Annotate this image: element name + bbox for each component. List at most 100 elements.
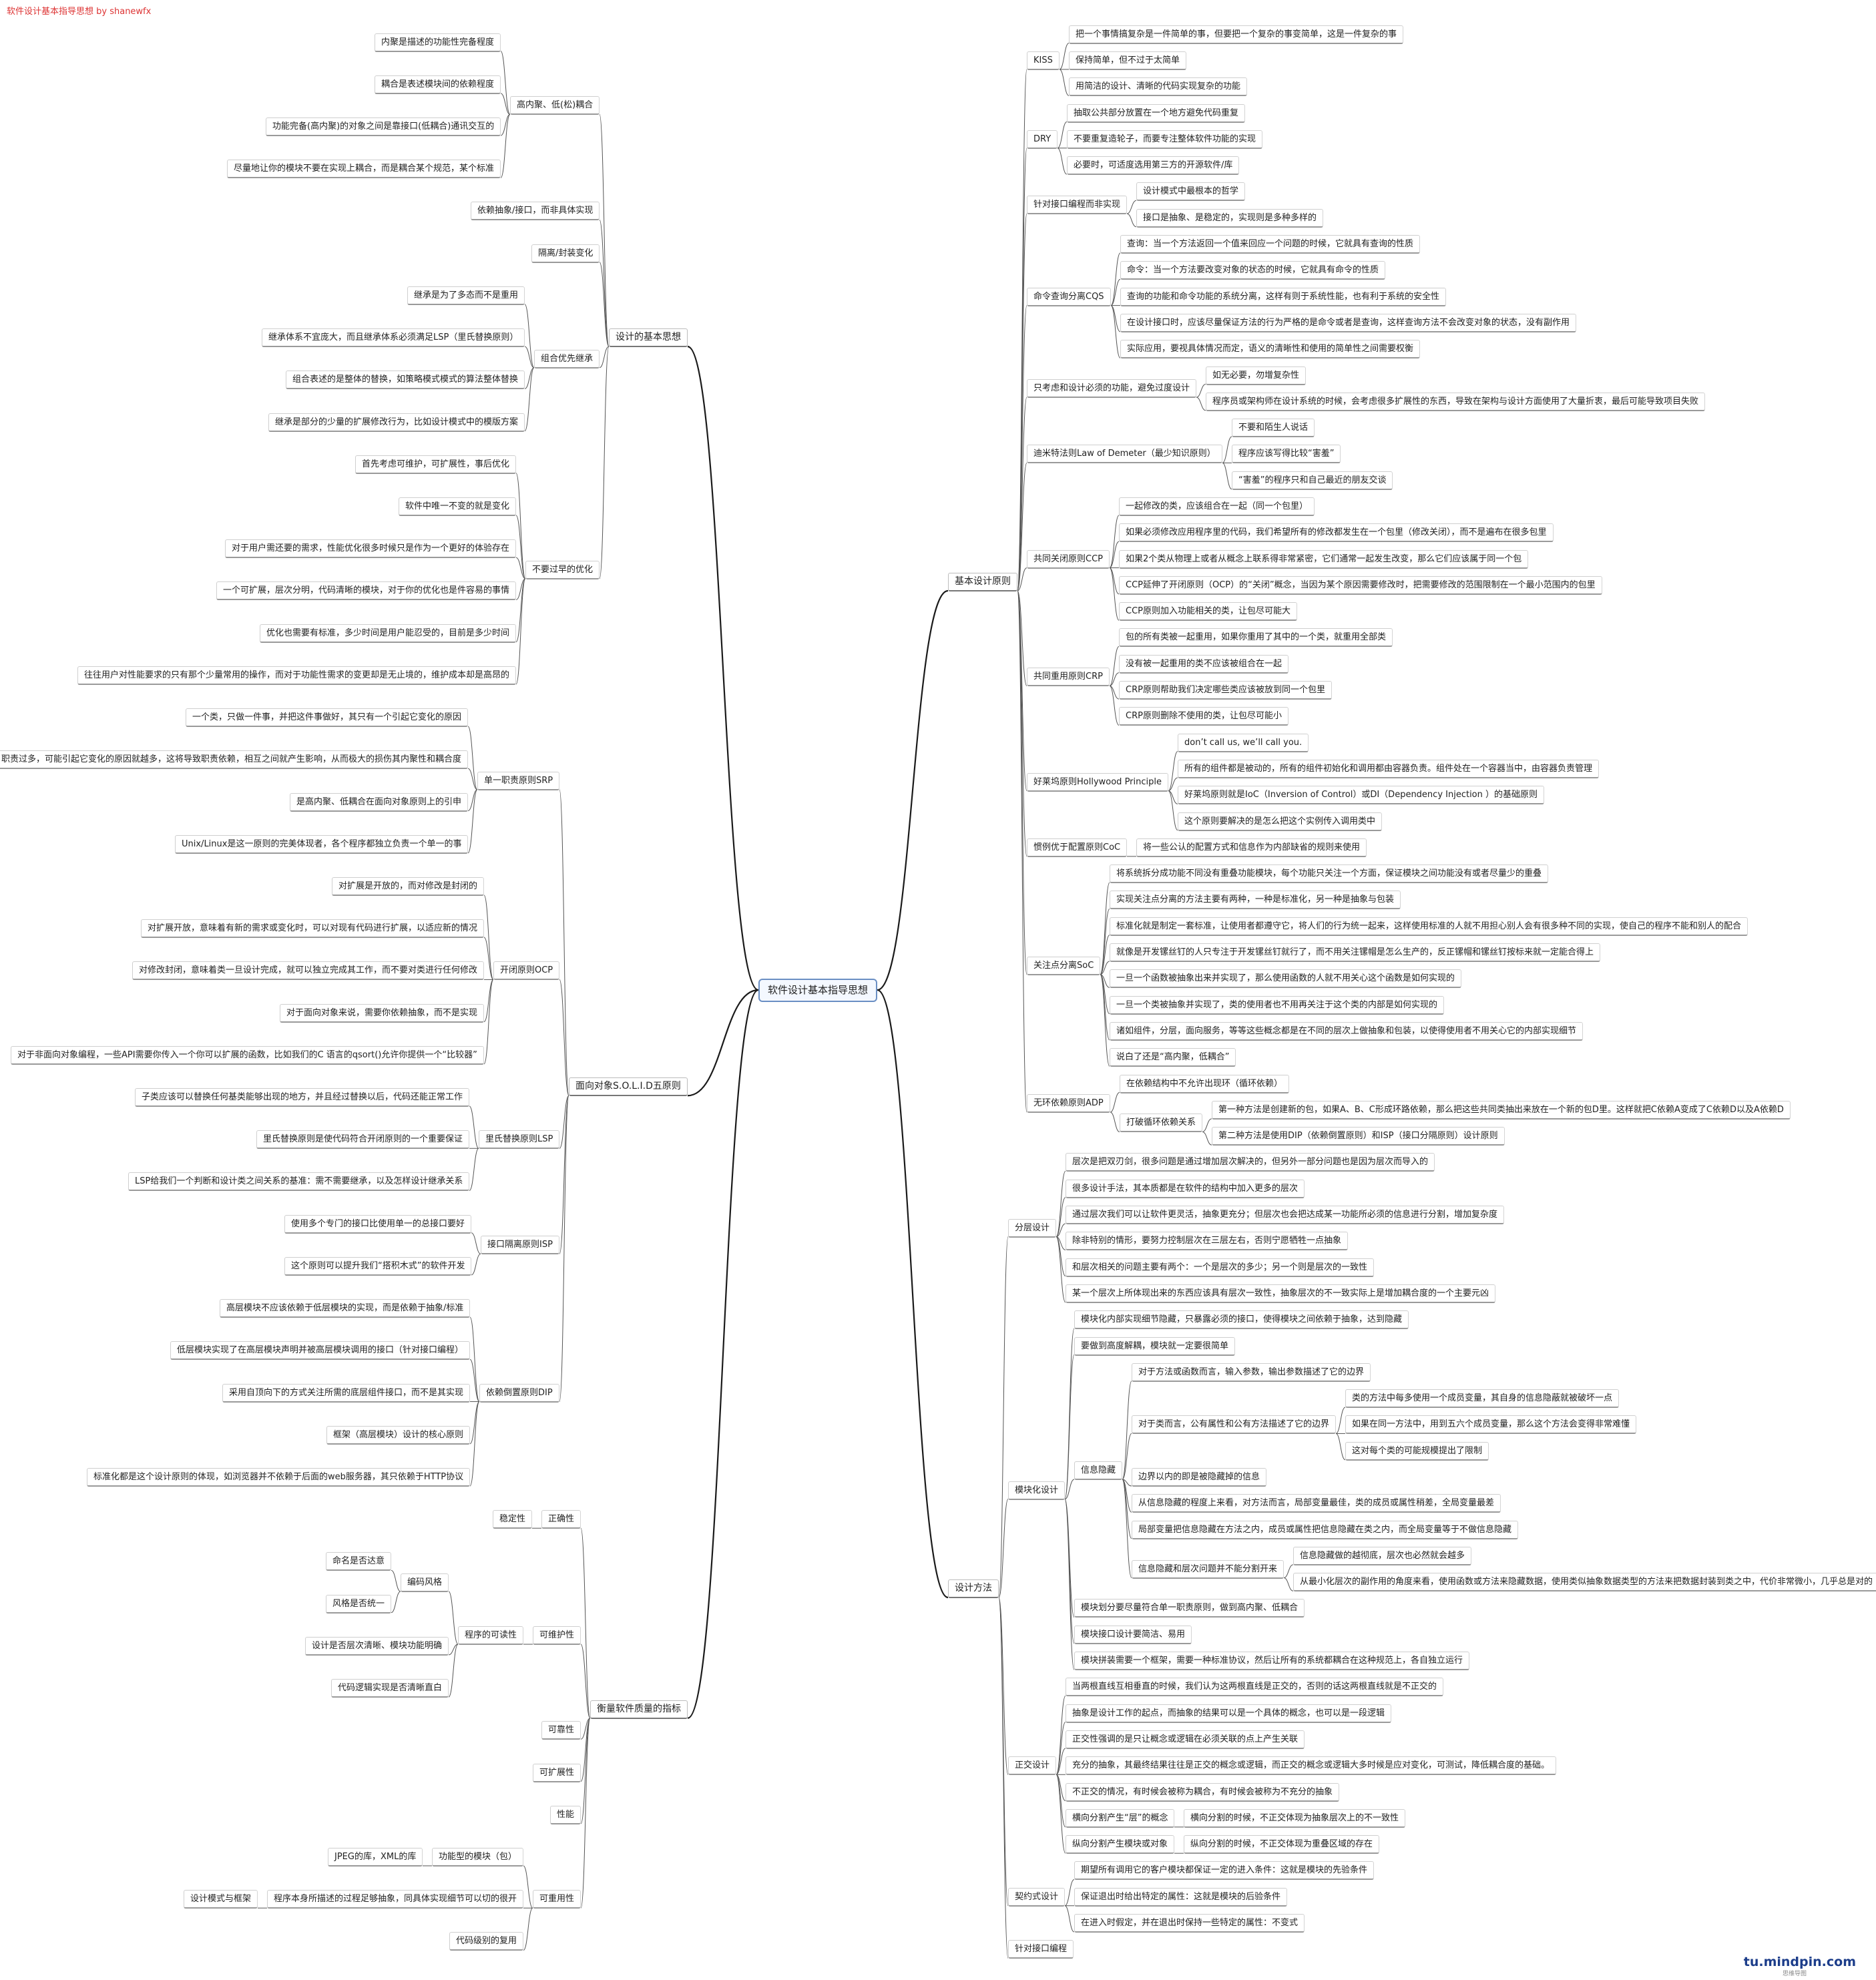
mindmap-node[interactable]: 里氏替换原则是使代码符合开闭原则的一个重要保证: [256, 1130, 470, 1150]
mindmap-node[interactable]: 框架（高层模块）设计的核心原则: [326, 1425, 471, 1445]
mindmap-node[interactable]: 继承是部分的少量的扩展修改行为，比如设计模式中的模版方案: [268, 413, 525, 432]
mindmap-node[interactable]: 好莱坞原则就是IoC（Inversion of Control）或DI（Depe…: [1178, 786, 1545, 805]
mindmap-node[interactable]: 首先考虑可维护，可扩展性，事后优化: [355, 455, 517, 474]
mindmap-node[interactable]: 设计是否层次清晰、模块功能明确: [305, 1636, 449, 1656]
mindmap-node[interactable]: 只考虑和设计必须的功能，避免过度设计: [1027, 379, 1197, 399]
mindmap-node[interactable]: 必要时，可适度选用第三方的开源软件/库: [1067, 156, 1240, 176]
mindmap-node[interactable]: 好莱坞原则Hollywood Principle: [1027, 772, 1168, 792]
mindmap-node[interactable]: 功能完备(高内聚)的对象之间是靠接口(低耦合)通讯交互的: [266, 117, 501, 137]
mindmap-node[interactable]: 耦合是表述模块间的依赖程度: [375, 75, 501, 94]
mindmap-node[interactable]: “害羞”的程序只和自己最近的朋友交谈: [1232, 471, 1393, 490]
mindmap-node[interactable]: 横向分割的时候，不正交体现为抽象层次上的不一致性: [1184, 1808, 1406, 1828]
mindmap-node[interactable]: 包的所有类被一起重用，如果你重用了其中的一个类，就重用全部类: [1119, 628, 1393, 648]
mindmap-node[interactable]: 程序本身所描述的过程足够抽象，同具体实现细节可以切的很开: [267, 1890, 524, 1909]
mindmap-node[interactable]: 保持简单，但不过于太简单: [1069, 51, 1187, 70]
mindmap-node[interactable]: 不要过早的优化: [525, 560, 600, 579]
mindmap-node[interactable]: 诸如组件，分层，面向服务，等等这些概念都是在不同的层次上做抽象和包装，以使得使用…: [1110, 1021, 1584, 1041]
mindmap-node[interactable]: 是高内聚、低耦合在面向对象原则上的引申: [290, 792, 469, 812]
mindmap-node[interactable]: 对修改封闭，意味着类一旦设计完成，就可以独立完成其工作，而不要对类进行任何修改: [132, 961, 485, 981]
mindmap-node[interactable]: 共同关闭原则CCP: [1027, 549, 1110, 569]
mindmap-node[interactable]: 保证退出时给出特定的属性：这就是模块的后验条件: [1074, 1887, 1288, 1907]
mindmap-node[interactable]: 一旦一个函数被抽象出来并实现了，那么使用函数的人就不用关心这个函数是如何实现的: [1110, 969, 1462, 989]
mindmap-node[interactable]: 一个类，只做一件事，并把这件事做好，其只有一个引起它变化的原因: [186, 708, 469, 728]
mindmap-node[interactable]: 在设计接口时，应该尽量保证方法的行为严格的是命令或者是查询，这样查询方法不会改变…: [1120, 313, 1577, 332]
mindmap-node[interactable]: 不正交的情况，有时候会被称为耦合，有时候会被称为不充分的抽象: [1066, 1782, 1340, 1802]
mindmap-node[interactable]: 抽象是设计工作的起点，而抽象的结果可以是一个具体的概念，也可以是一段逻辑: [1066, 1704, 1392, 1723]
mindmap-node[interactable]: 如果在同一方法中，用到五六个成员变量，那么这个方法会变得非常难懂: [1345, 1415, 1637, 1435]
mindmap-node[interactable]: 对于面向对象来说，需要你依赖抽象，而不是实现: [280, 1003, 485, 1023]
mindmap-node[interactable]: 一旦一个类被抽象并实现了，类的使用者也不用再关注于这个类的内部是如何实现的: [1110, 995, 1445, 1015]
mindmap-node[interactable]: 接口隔离原则ISP: [481, 1236, 559, 1255]
mindmap-node[interactable]: 可扩展性: [533, 1763, 581, 1782]
mindmap-node[interactable]: 隔离/封装变化: [531, 244, 600, 263]
mindmap-node[interactable]: DRY: [1027, 130, 1058, 149]
mindmap-node[interactable]: 内聚是描述的功能性完备程度: [375, 33, 501, 52]
mindmap-node[interactable]: 优化也需要有标准，多少时间是用户能忍受的，目前是多少时间: [260, 624, 517, 643]
mindmap-node[interactable]: 纵向分割产生模块或对象: [1066, 1835, 1175, 1854]
mindmap-node[interactable]: 代码级别的复用: [449, 1932, 524, 1951]
mindmap-node[interactable]: 正确性: [541, 1510, 581, 1529]
mindmap-node[interactable]: 第二种方法是使用DIP（依赖倒置原则）和ISP（接口分隔原则）设计原则: [1212, 1127, 1505, 1146]
mindmap-node[interactable]: Unix/Linux是这一原则的完美体现者，各个程序都独立负责一个单一的事: [175, 834, 469, 854]
mindmap-node[interactable]: 这个原则可以提升我们“搭积木式”的软件开发: [284, 1256, 472, 1276]
mindmap-node[interactable]: 设计模式中最根本的哲学: [1136, 182, 1246, 202]
mindmap-node[interactable]: 契约式设计: [1008, 1887, 1066, 1907]
mindmap-node[interactable]: LSP给我们一个判断和设计类之间关系的基准：需不需要继承，以及怎样设计继承关系: [128, 1172, 470, 1192]
mindmap-node[interactable]: 编码风格: [401, 1573, 449, 1593]
mindmap-node[interactable]: 单一职责原则SRP: [477, 771, 560, 790]
mindmap-node[interactable]: 对扩展开放，意味着有新的需求或变化时，可以对现有代码进行扩展，以适应新的情况: [141, 919, 485, 939]
mindmap-node[interactable]: 设计的基本思想: [609, 328, 688, 348]
mindmap-node[interactable]: 实现关注点分离的方法主要有两种，一种是标准化，另一种是抽象与包装: [1110, 891, 1401, 910]
mindmap-node[interactable]: 代码逻辑实现是否清晰直白: [331, 1679, 449, 1698]
mindmap-node[interactable]: 模块化内部实现细节隐藏，只暴露必须的接口，使得模块之间依赖于抽象，达到隐藏: [1074, 1310, 1409, 1330]
mindmap-node[interactable]: 可重用性: [533, 1890, 581, 1909]
mindmap-node[interactable]: don’t call us, we’ll call you.: [1178, 733, 1309, 752]
mindmap-node[interactable]: 命名是否达意: [326, 1552, 392, 1571]
mindmap-node[interactable]: 如果2个类从物理上或者从概念上联系得非常紧密，它们通常一起发生改变，那么它们应该…: [1119, 549, 1529, 569]
mindmap-node[interactable]: 程序应该写得比较“害羞”: [1232, 445, 1341, 464]
mindmap-node[interactable]: 打破循环依赖关系: [1120, 1113, 1203, 1133]
mindmap-node[interactable]: 模块划分要尽量符合单一职责原则，做到高内聚、低耦合: [1074, 1599, 1305, 1618]
mindmap-node[interactable]: 针对接口编程而非实现: [1027, 196, 1128, 215]
mindmap-node[interactable]: 接口是抽象、是稳定的，实现则是多种多样的: [1136, 208, 1324, 228]
mindmap-node[interactable]: 共同重用原则CRP: [1027, 668, 1110, 687]
mindmap-node[interactable]: 和层次相关的问题主要有两个：一个是层次的多少；另一个则是层次的一致性: [1066, 1258, 1375, 1277]
mindmap-node[interactable]: 稳定性: [493, 1510, 533, 1529]
mindmap-node[interactable]: 不要重复造轮子，而要专注整体软件功能的实现: [1067, 130, 1263, 149]
mindmap-node[interactable]: 标准化都是这个设计原则的体现，如浏览器并不依赖于后面的web服务器，其只依赖于H…: [87, 1468, 471, 1487]
mindmap-node[interactable]: 软件中唯一不变的就是变化: [399, 497, 517, 516]
mindmap-node[interactable]: 将系统拆分成功能不同没有重叠功能模块，每个功能只关注一个方面，保证模块之间功能没…: [1110, 864, 1549, 884]
mindmap-node[interactable]: 功能型的模块（包）: [432, 1847, 524, 1867]
mindmap-node[interactable]: 模块接口设计要简洁、易用: [1074, 1625, 1192, 1644]
mindmap-node[interactable]: 里氏替换原则LSP: [479, 1130, 560, 1150]
mindmap-node[interactable]: 可维护性: [533, 1626, 581, 1646]
mindmap-node[interactable]: 对扩展是开放的，而对修改是封闭的: [332, 877, 485, 896]
mindmap-node[interactable]: 命令：当一个方法要改变对象的状态的时候，它就具有命令的性质: [1120, 261, 1386, 280]
mindmap-node[interactable]: 如果必须修改应用程序里的代码，我们希望所有的修改都发生在一个包里（修改关闭），而…: [1119, 523, 1554, 543]
mindmap-node[interactable]: 当两根直线互相垂直的时候，我们认为这两根直线是正交的，否则的话这两根直线就是不正…: [1066, 1678, 1444, 1697]
mindmap-node[interactable]: 对于用户需还要的需求，性能优化很多时候只是作为一个更好的体验存在: [225, 539, 517, 559]
mindmap-node[interactable]: 在进入时假定，并在退出时保持一些特定的属性：不变式: [1074, 1914, 1305, 1933]
mindmap-node[interactable]: 对于类而言，公有属性和公有方法描述了它的边界: [1132, 1415, 1337, 1435]
mindmap-node[interactable]: CCP原则加入功能相关的类，让包尽可能大: [1119, 602, 1297, 622]
mindmap-node[interactable]: 将一些公认的配置方式和信息作为内部缺省的规则来使用: [1136, 838, 1367, 857]
mindmap-node[interactable]: 层次是把双刃剑，很多问题是通过增加层次解决的，但另外一部分问题也是因为层次而导入…: [1066, 1153, 1435, 1172]
mindmap-node[interactable]: 组合表述的是整体的替换，如策略模式模式的算法整体替换: [286, 370, 525, 390]
mindmap-node[interactable]: 边界以内的即是被隐藏掉的信息: [1132, 1468, 1267, 1487]
mindmap-node[interactable]: 针对接口编程: [1008, 1940, 1074, 1959]
mindmap-node[interactable]: 无环依赖原则ADP: [1027, 1094, 1110, 1113]
mindmap-node[interactable]: 设计模式与框架: [184, 1890, 258, 1909]
mindmap-node[interactable]: 采用自顶向下的方式关注所需的底层组件接口，而不是其实现: [222, 1383, 471, 1403]
mindmap-node[interactable]: 不要和陌生人说话: [1232, 419, 1315, 438]
mindmap-node[interactable]: 往往用户对性能要求的只有那个少量常用的操作，而对于功能性需求的变更却是无止境的，…: [77, 666, 517, 685]
mindmap-node[interactable]: 如无必要，勿增复杂性: [1206, 366, 1307, 385]
mindmap-node[interactable]: 从信息隐藏的程度上来看，对方法而言，局部变量最佳，类的成员或属性稍差，全局变量最…: [1132, 1494, 1501, 1513]
mindmap-node[interactable]: 继承体系不宜庞大，而且继承体系必须满足LSP（里氏替换原则）: [262, 328, 525, 348]
mindmap-node[interactable]: 命令查询分离CQS: [1027, 287, 1111, 306]
mindmap-node[interactable]: 所有的组件都是被动的，所有的组件初始化和调用都由容器负责。组件处在一个容器当中，…: [1178, 759, 1600, 778]
mindmap-node[interactable]: 惯例优于配置原则CoC: [1027, 838, 1128, 857]
mindmap-node[interactable]: 模块拼装需要一个框架，需要一种标准协议，然后让所有的系统都耦合在这种规范上，各自…: [1074, 1652, 1470, 1671]
mindmap-node[interactable]: 这对每个类的可能规模提出了限制: [1345, 1441, 1489, 1461]
mindmap-node[interactable]: 通过层次我们可以让软件更灵活，抽象更充分；但层次也会把达成某一功能所必须的信息进…: [1066, 1206, 1505, 1225]
mindmap-node[interactable]: 用简洁的设计、清晰的代码实现复杂的功能: [1069, 77, 1248, 97]
